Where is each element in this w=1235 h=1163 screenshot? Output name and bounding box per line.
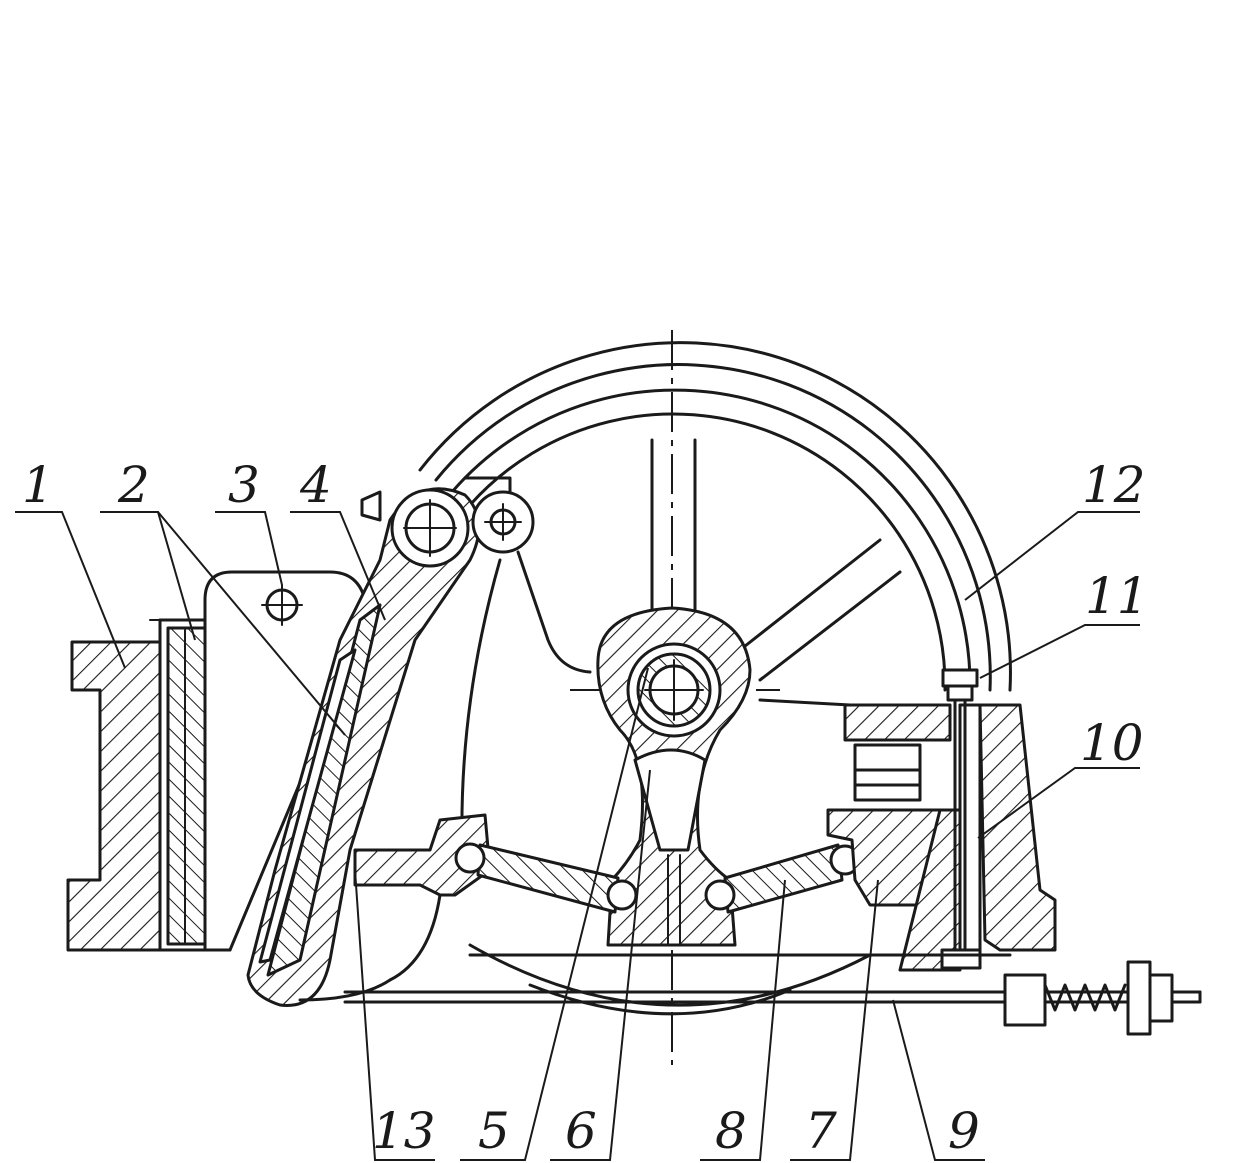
- label-11: 11: [1085, 567, 1149, 625]
- adjusting-shims: [853, 743, 922, 802]
- label-2: 2: [117, 456, 150, 514]
- flywheel: [418, 341, 1012, 1016]
- front-toggle-seat: [353, 813, 492, 897]
- label-7: 7: [805, 1102, 837, 1160]
- frame-outline: [516, 550, 592, 674]
- guard-bolt: [261, 584, 303, 626]
- left-toggle-joint: [454, 842, 638, 911]
- label-13: 13: [372, 1102, 436, 1160]
- swing-jaw-bearing: [390, 488, 470, 568]
- label-5: 5: [478, 1102, 510, 1160]
- tension-spring: [1003, 960, 1174, 1036]
- swing-jaw-plate: [258, 648, 357, 964]
- frame-right-wall: [978, 703, 1057, 952]
- eccentric-shaft: [626, 642, 722, 738]
- label-4: 4: [299, 456, 332, 514]
- label-12: 12: [1082, 456, 1146, 514]
- right-toggle-joint: [704, 844, 861, 911]
- adjusting-wedge: [898, 808, 962, 972]
- label-8: 8: [715, 1102, 747, 1160]
- label-6: 6: [565, 1102, 597, 1160]
- pivot-pin: [471, 490, 535, 554]
- label-10: 10: [1080, 714, 1144, 772]
- label-9: 9: [948, 1102, 980, 1160]
- frame-right-rib: [958, 703, 982, 952]
- part-labels: 1 2 3 4 12 11 10 13 5 6 8 7 9: [22, 456, 1149, 1160]
- label-3: 3: [228, 456, 260, 514]
- front-toggle-plate: [476, 843, 620, 914]
- label-1: 1: [22, 456, 54, 514]
- fixed-jaw-plate: [166, 626, 207, 946]
- frame-top-block: [843, 703, 952, 742]
- leaders: [15, 511, 1140, 1161]
- pitman-web: [633, 748, 707, 852]
